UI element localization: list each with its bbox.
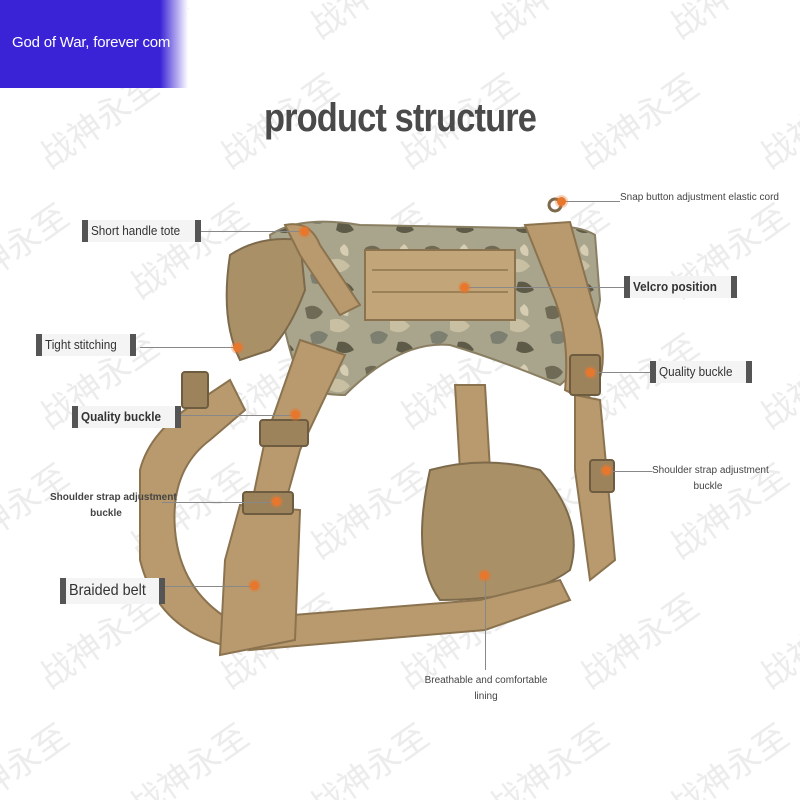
label-snap-cord: Snap button adjustment elastic cord bbox=[620, 192, 779, 203]
marker-braided bbox=[250, 581, 259, 590]
marker-shoulder-left bbox=[272, 497, 281, 506]
lead-buckle-right bbox=[591, 372, 651, 373]
label-lining-line1: Breathable and comfortable bbox=[424, 675, 548, 686]
lead-stitching bbox=[140, 347, 238, 348]
label-shoulder-strap-left: Shoulder strap adjustment buckle bbox=[50, 490, 177, 522]
marker-handle bbox=[300, 227, 309, 236]
banner-text: God of War, forever com bbox=[12, 34, 171, 51]
lead-braided bbox=[163, 586, 254, 587]
lead-handle bbox=[186, 231, 304, 232]
label-short-handle: Short handle tote bbox=[82, 220, 202, 242]
label-lining: Breathable and comfortable lining bbox=[420, 673, 552, 705]
label-shoulder-strap-right: Shoulder strap adjustment buckle bbox=[652, 463, 769, 495]
marker-snap bbox=[557, 197, 566, 206]
label-velcro-text: Velcro position bbox=[633, 279, 717, 294]
marker-velcro bbox=[460, 283, 469, 292]
lead-snap bbox=[565, 201, 620, 202]
label-quality-buckle-left-text: Quality buckle bbox=[81, 409, 161, 424]
promo-banner: God of War, forever com bbox=[0, 0, 188, 88]
lead-buckle-left bbox=[178, 415, 296, 416]
label-short-handle-text: Short handle tote bbox=[91, 223, 181, 238]
label-quality-buckle-right: Quality buckle bbox=[650, 361, 752, 383]
marker-shoulder-right bbox=[602, 466, 611, 475]
label-lining-line2: lining bbox=[474, 691, 498, 702]
lead-shoulder-left bbox=[162, 502, 277, 503]
lead-shoulder-right bbox=[607, 471, 652, 472]
marker-buckle-left bbox=[291, 410, 300, 419]
label-braided-belt: Braided belt bbox=[60, 578, 166, 604]
lead-velcro bbox=[466, 287, 624, 288]
banner-fade bbox=[160, 0, 188, 88]
label-braided-belt-text: Braided belt bbox=[69, 582, 146, 599]
label-tight-stitching: Tight stitching bbox=[36, 334, 136, 356]
label-quality-buckle-right-text: Quality buckle bbox=[659, 364, 733, 379]
label-shoulder-strap-left-line2: buckle bbox=[90, 508, 122, 519]
label-tight-stitching-text: Tight stitching bbox=[45, 337, 117, 352]
label-shoulder-strap-right-line2: buckle bbox=[693, 481, 723, 492]
lead-lining bbox=[485, 578, 486, 670]
label-quality-buckle-left: Quality buckle bbox=[72, 406, 181, 428]
marker-buckle-right bbox=[586, 368, 595, 377]
label-shoulder-strap-left-line1: Shoulder strap adjustment bbox=[50, 492, 177, 503]
marker-stitching bbox=[233, 343, 242, 352]
page-title: product structure bbox=[263, 96, 537, 140]
label-velcro: Velcro position bbox=[624, 276, 738, 298]
label-shoulder-strap-right-line1: Shoulder strap adjustment bbox=[652, 465, 769, 476]
marker-lining bbox=[480, 571, 489, 580]
